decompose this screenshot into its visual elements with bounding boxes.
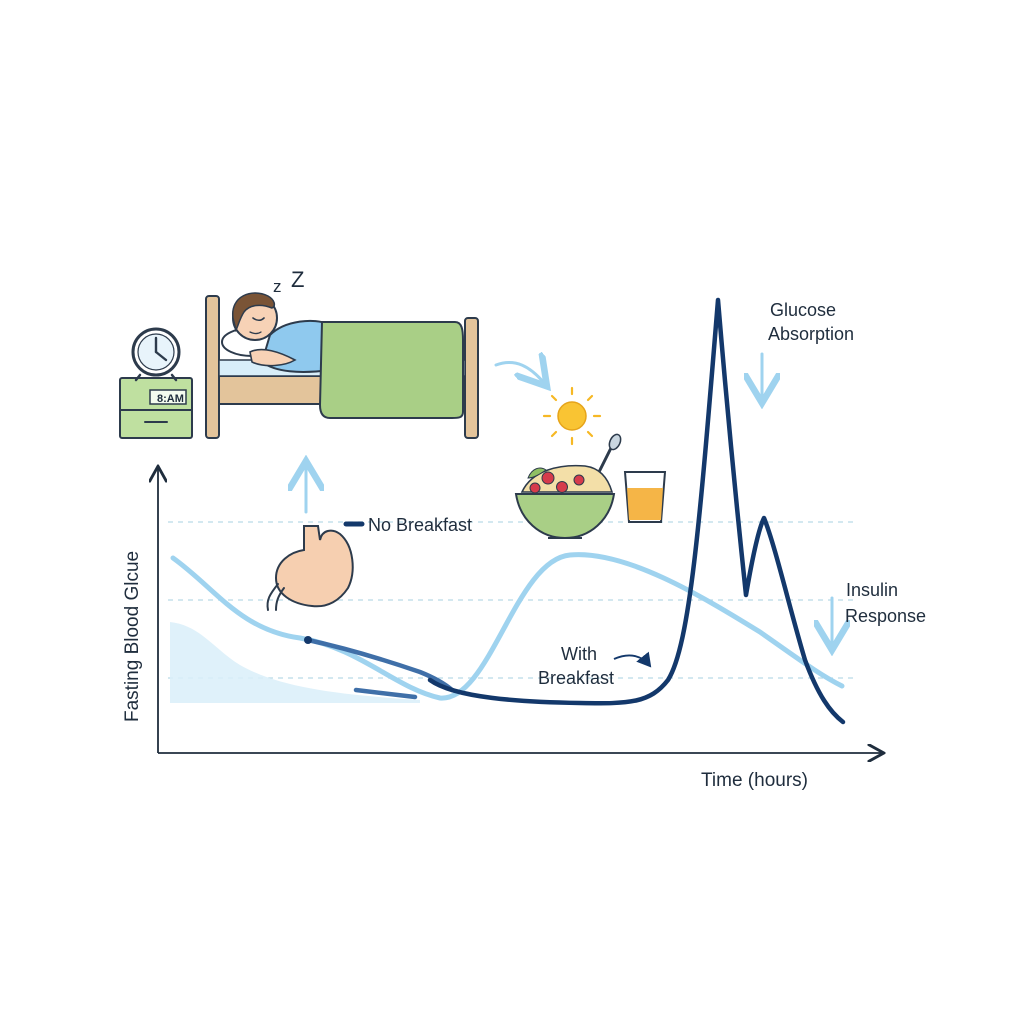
insulin-response-label-line1: Insulin bbox=[846, 580, 898, 600]
with-breakfast-pointer bbox=[613, 651, 652, 668]
zzz-large: Z bbox=[291, 267, 304, 292]
cereal-bowl-icon bbox=[514, 433, 622, 540]
clock-display-text: 8:AM bbox=[157, 393, 184, 405]
alarm-clock-icon bbox=[131, 327, 181, 382]
stomach-icon bbox=[266, 525, 354, 611]
sun-icon bbox=[542, 386, 602, 446]
no-breakfast-label: No Breakfast bbox=[368, 515, 472, 535]
no-breakfast-segment bbox=[305, 637, 455, 693]
juice-glass-icon bbox=[623, 471, 667, 523]
dashed-guides bbox=[168, 521, 855, 679]
baseline-area bbox=[170, 622, 420, 703]
with-breakfast-label-line2: Breakfast bbox=[538, 668, 614, 688]
insulin-response-label-line2: Response bbox=[845, 606, 926, 626]
curve-point bbox=[304, 636, 312, 644]
glucose-absorption-label-line1: Glucose bbox=[770, 300, 836, 320]
indicator-arrows bbox=[306, 354, 832, 647]
glucose-spike-curve bbox=[427, 297, 846, 725]
glucose-absorption-label-line2: Absorption bbox=[768, 324, 854, 344]
no-breakfast-tail bbox=[353, 687, 418, 700]
zzz-small: z bbox=[273, 277, 282, 296]
with-breakfast-label-line1: With bbox=[561, 644, 597, 664]
axes bbox=[158, 468, 882, 753]
sleeping-person-icon bbox=[232, 292, 464, 419]
with-breakfast-curve bbox=[170, 552, 845, 701]
x-axis-label: Time (hours) bbox=[701, 770, 808, 791]
bed-to-breakfast-arrow bbox=[494, 362, 545, 384]
y-axis-label: Fasting Blood Glcue bbox=[122, 551, 143, 722]
nightstand-icon bbox=[119, 377, 193, 439]
